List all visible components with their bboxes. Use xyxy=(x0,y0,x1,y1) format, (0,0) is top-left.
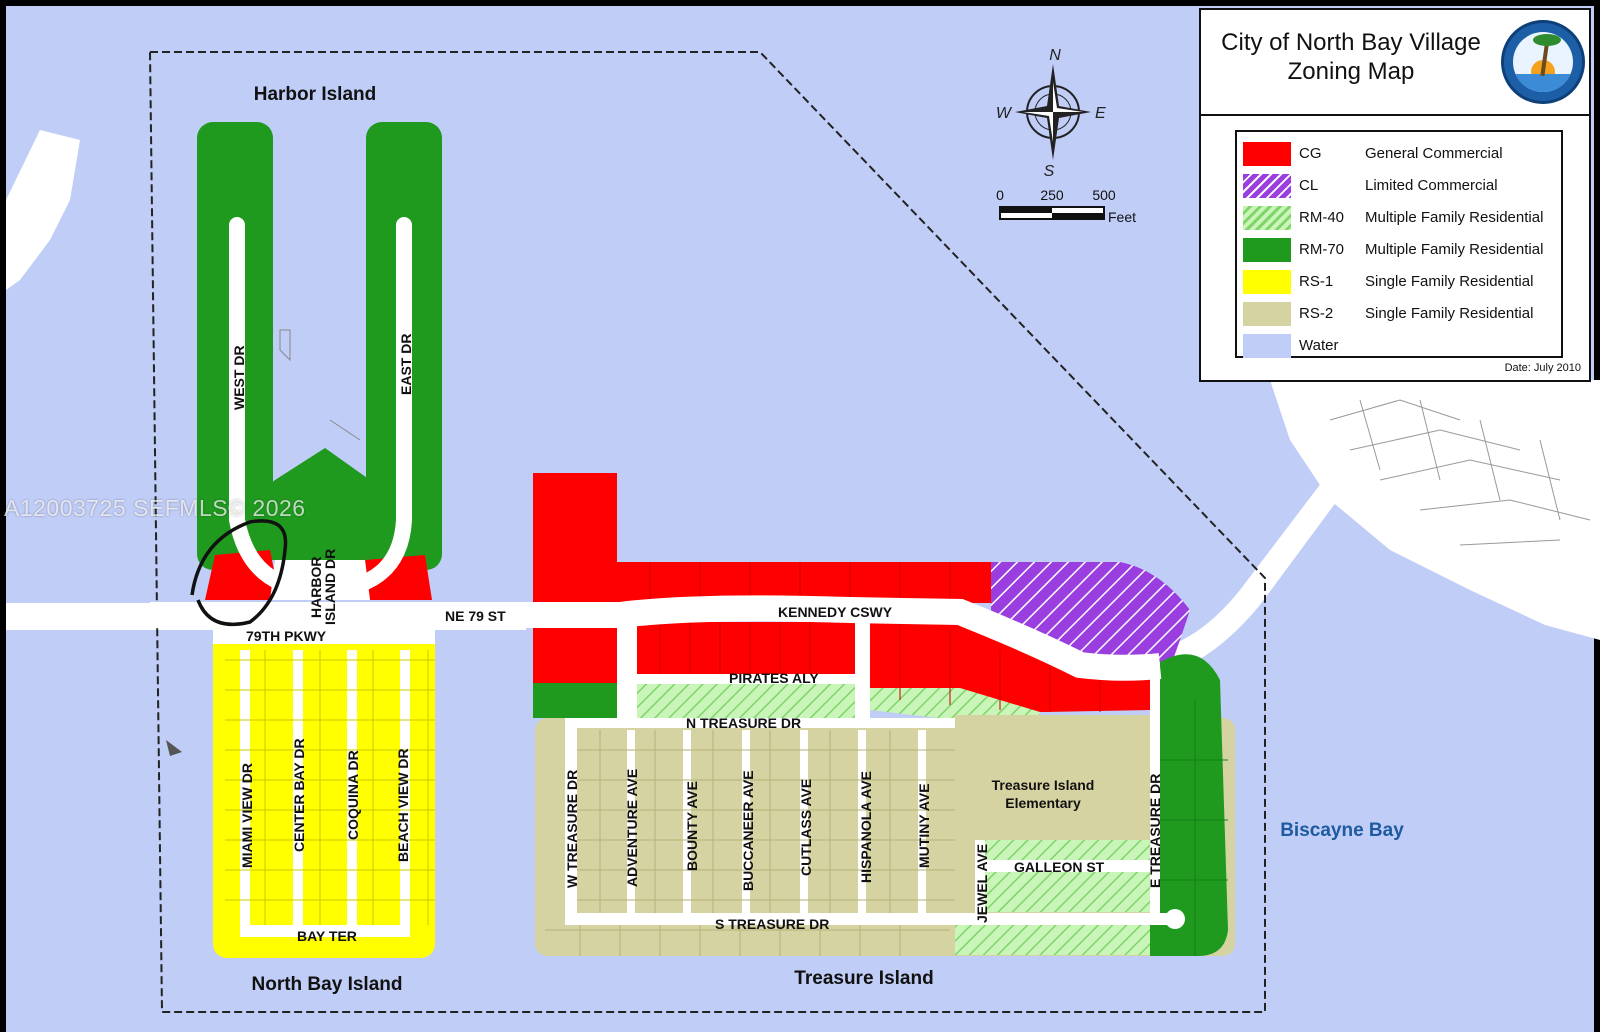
label-harbor-island: Harbor Island xyxy=(254,84,376,105)
scale-tick-250: 250 xyxy=(1040,187,1064,203)
legend-code: RM-70 xyxy=(1299,241,1345,258)
map-title-line2: Zoning Map xyxy=(1287,58,1415,85)
panel-divider xyxy=(1201,114,1589,116)
legend-row: RM-40 Multiple Family Residential xyxy=(1237,200,1561,232)
road-harbor-island-dr-2: ISLAND DR xyxy=(322,549,338,625)
road-e-treasure-dr: E TREASURE DR xyxy=(1147,774,1163,888)
legend-row: RS-2 Single Family Residential xyxy=(1237,296,1561,328)
road-east-dr: EAST DR xyxy=(398,334,414,395)
east-land-lots xyxy=(1329,399,1591,546)
scale-unit: Feet xyxy=(1108,209,1136,225)
school-label-line2: Elementary xyxy=(1005,795,1081,811)
legend-swatch xyxy=(1243,302,1291,326)
hand-drawn-circle xyxy=(190,519,288,627)
legend-code: RS-2 xyxy=(1299,305,1334,322)
scale-bar: 0 250 500 Feet xyxy=(996,187,1136,225)
legend-code: CG xyxy=(1299,145,1322,162)
east-land xyxy=(1270,380,1600,640)
legend-description: Limited Commercial xyxy=(1365,177,1498,194)
compass-w: W xyxy=(996,105,1013,122)
road-cutlass-ave: CUTLASS AVE xyxy=(798,779,814,876)
legend-swatch xyxy=(1243,270,1291,294)
road-galleon-st: GALLEON ST xyxy=(1014,859,1105,875)
legend-description: General Commercial xyxy=(1365,145,1503,162)
cursor-icon xyxy=(166,740,182,756)
road-mutiny-ave: MUTINY AVE xyxy=(916,783,932,868)
road-miami-view-dr: MIAMI VIEW DR xyxy=(239,763,255,868)
road-bounty-ave: BOUNTY AVE xyxy=(684,781,700,871)
legend-swatch xyxy=(1243,174,1291,198)
compass-icon: N S E W xyxy=(996,47,1106,180)
legend-swatch xyxy=(1243,206,1291,230)
road-bay-ter: BAY TER xyxy=(297,928,357,944)
road-79th-pkwy: 79TH PKWY xyxy=(246,628,327,644)
treasure-island xyxy=(533,473,1235,956)
legend-row: CG General Commercial xyxy=(1237,136,1561,168)
road-adventure-ave: ADVENTURE AVE xyxy=(624,769,640,887)
legend-row: RM-70 Multiple Family Residential xyxy=(1237,232,1561,264)
legend-description: Single Family Residential xyxy=(1365,273,1534,290)
legend-row: CL Limited Commercial xyxy=(1237,168,1561,200)
scale-tick-0: 0 xyxy=(996,187,1004,203)
legend-swatch xyxy=(1243,238,1291,262)
road-buccaneer-ave: BUCCANEER AVE xyxy=(740,770,756,891)
legend-code: Water xyxy=(1299,337,1339,354)
legend-row: Water xyxy=(1237,328,1561,360)
legend-description: Multiple Family Residential xyxy=(1365,209,1544,226)
road-n-treasure-dr: N TREASURE DR xyxy=(686,715,801,731)
west-land xyxy=(6,130,80,290)
city-limit xyxy=(149,51,1266,1013)
map-title-line1: City of North Bay Village xyxy=(1221,29,1481,56)
road-beach-view-dr: BEACH VIEW DR xyxy=(395,748,411,862)
legend-swatch xyxy=(1243,142,1291,166)
road-harbor-island-dr-1: HARBOR xyxy=(308,557,324,618)
road-west-dr: WEST DR xyxy=(231,345,247,410)
label-treasure-island: Treasure Island xyxy=(794,968,933,989)
label-north-bay-island: North Bay Island xyxy=(252,974,403,995)
road-w-treasure-dr: W TREASURE DR xyxy=(564,770,580,888)
legend-code: CL xyxy=(1299,177,1319,194)
title-legend-panel: City of North Bay Village Zoning Map CG G… xyxy=(1199,8,1591,382)
legend-description: Multiple Family Residential xyxy=(1365,241,1544,258)
legend-description: Single Family Residential xyxy=(1365,305,1534,322)
map-date: Date: July 2010 xyxy=(1504,362,1581,374)
road-ne-79-st: NE 79 ST xyxy=(445,608,506,624)
watermark: A12003725 SEFMLS© 2026 xyxy=(4,495,306,521)
compass-e: E xyxy=(1095,105,1106,122)
school-label-line1: Treasure Island xyxy=(992,777,1095,793)
road-kennedy-cswy: KENNEDY CSWY xyxy=(778,604,893,620)
road-jewel-ave: JEWEL AVE xyxy=(974,844,990,923)
east-bridge xyxy=(1155,478,1345,675)
north-bay-island xyxy=(213,630,435,958)
road-pirates-aly: PIRATES ALY xyxy=(729,670,819,686)
label-biscayne-bay: Biscayne Bay xyxy=(1280,820,1404,841)
scale-tick-500: 500 xyxy=(1092,187,1116,203)
map-title: City of North Bay Village Zoning Map xyxy=(1201,28,1501,86)
kennedy-causeway xyxy=(150,595,1162,681)
harbor-island xyxy=(197,122,442,600)
road-s-treasure-dr: S TREASURE DR xyxy=(715,916,829,932)
city-seal-logo xyxy=(1501,20,1585,104)
road-hispanola-ave: HISPANOLA AVE xyxy=(858,771,874,883)
road-center-bay-dr: CENTER BAY DR xyxy=(291,738,307,852)
compass-s: S xyxy=(1044,163,1055,180)
road-coquina-dr: COQUINA DR xyxy=(345,750,361,840)
legend-code: RM-40 xyxy=(1299,209,1345,226)
legend-swatch xyxy=(1243,334,1291,358)
compass-n: N xyxy=(1049,47,1061,64)
legend-row: RS-1 Single Family Residential xyxy=(1237,264,1561,296)
legend-code: RS-1 xyxy=(1299,273,1334,290)
